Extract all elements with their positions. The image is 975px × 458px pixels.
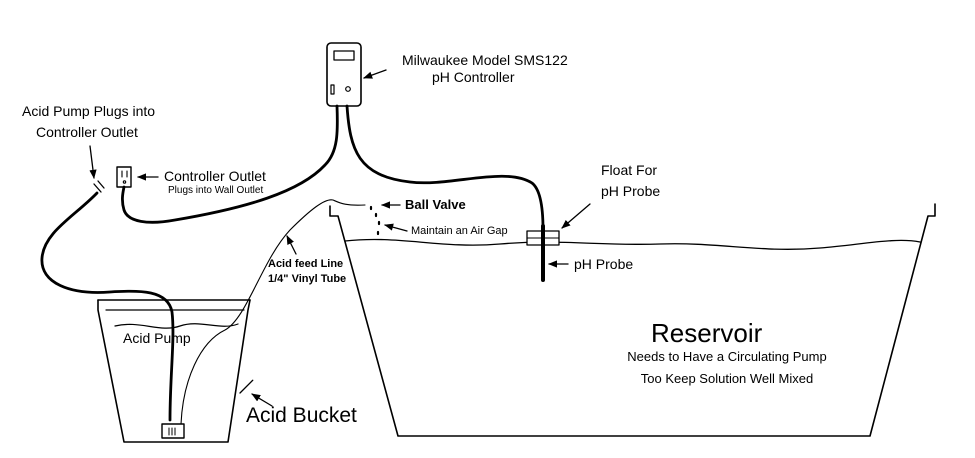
acid-pump-label: Acid Pump	[123, 330, 191, 346]
float-label-line1: Float For	[601, 162, 658, 178]
ball-valve-label: Ball Valve	[405, 197, 466, 212]
controller-power-cable	[121, 104, 339, 224]
feed-line-label-line1: Acid feed Line	[268, 258, 344, 270]
acid-bucket-label: Acid Bucket	[246, 404, 357, 427]
acid-bucket-outline	[97, 299, 251, 443]
ph-probe-label: pH Probe	[574, 256, 634, 272]
controller-type-label: pH Controller	[432, 69, 515, 85]
reservoir-note-line1: Needs to Have a Circulating Pump	[627, 349, 827, 364]
outlet-title-label: Controller Outlet	[164, 168, 266, 184]
acid-drip-marks	[369, 205, 381, 236]
float-label-line2: pH Probe	[601, 183, 661, 199]
pump-plugs-label-line1: Acid Pump Plugs into	[22, 103, 156, 119]
reservoir-tank	[329, 203, 936, 437]
controller-model-label: Milwaukee Model SMS122	[402, 52, 568, 68]
outlet-sub-label: Plugs into Wall Outlet	[168, 185, 264, 196]
acid-bucket-liquid	[114, 323, 239, 329]
acid-pump-power-cord	[40, 191, 175, 422]
pump-plugs-label-line2: Controller Outlet	[36, 124, 138, 140]
leader-arrows	[89, 69, 591, 407]
acid-pump-body	[161, 423, 185, 439]
reservoir-water-surface	[344, 238, 921, 250]
ph-controller-unit	[326, 42, 362, 107]
air-gap-label: Maintain an Air Gap	[411, 225, 508, 237]
feed-line-label-line2: 1/4" Vinyl Tube	[268, 273, 347, 285]
reservoir-note-line2: Too Keep Solution Well Mixed	[640, 371, 814, 386]
probe-cable	[345, 104, 545, 231]
controller-outlet	[116, 166, 132, 188]
acid-feed-line	[180, 199, 366, 425]
reservoir-title: Reservoir	[651, 318, 763, 348]
acid-pump-plug	[93, 180, 105, 193]
